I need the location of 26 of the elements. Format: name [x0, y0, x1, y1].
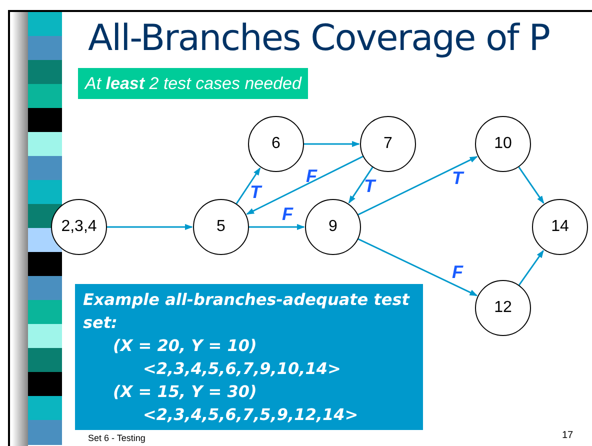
arrow: [348, 166, 374, 204]
edge-label: F: [452, 262, 463, 282]
example-text: <2,3,4,5,6,7,5,9,12,14>: [142, 404, 360, 426]
example-text: (X = 20, Y = 10): [112, 335, 258, 357]
edge-label: F: [282, 204, 293, 224]
edge-label: F: [306, 166, 317, 186]
banner: At least 2 test cases needed: [78, 68, 308, 99]
example-text: Example all-branches-adequate test set:: [83, 289, 411, 334]
slide-title: All-Branches Coverage of P: [88, 17, 550, 61]
arrow: [304, 141, 360, 147]
example-text: (X = 15, Y = 30): [112, 381, 258, 403]
arrow: [358, 238, 478, 296]
footer-text: Set 6 - Testing: [88, 432, 146, 444]
edge-label: T: [250, 182, 261, 202]
example-text: <2,3,4,5,6,7,9,10,14>: [142, 358, 342, 380]
arrow: [249, 224, 305, 230]
edge-label: T: [364, 176, 375, 196]
arrow: [107, 224, 193, 230]
arrow: [518, 250, 544, 286]
arrow: [236, 167, 261, 204]
arrow: [246, 156, 364, 215]
edge-label: T: [452, 168, 463, 188]
arrow: [518, 166, 544, 204]
page-number: 17: [562, 430, 574, 442]
example-panel: [75, 284, 423, 430]
arrow: [358, 156, 478, 216]
